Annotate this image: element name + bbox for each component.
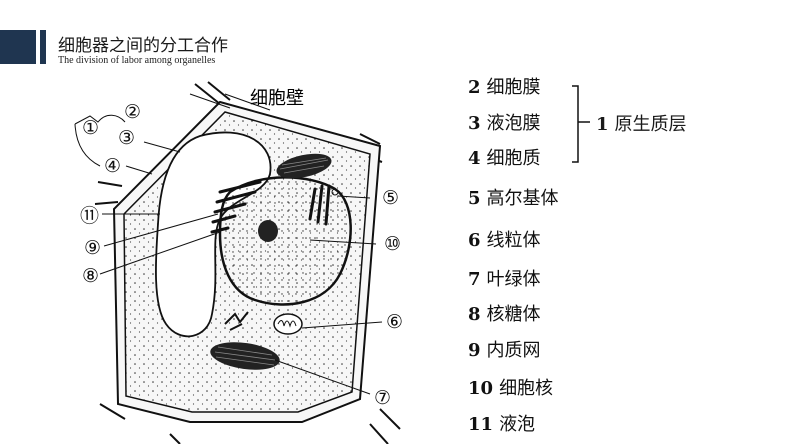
slide-subtitle: The division of labor among organelles (58, 55, 216, 66)
marker-8: ⑧ (82, 265, 99, 287)
endoplasmic-reticulum (210, 180, 262, 234)
slide-title: 细胞器之间的分工合作 (58, 36, 228, 56)
marker-5: ⑤ (382, 187, 399, 209)
marker-10: ⑩ (384, 233, 401, 255)
neighbor-cell-walls (94, 81, 401, 444)
marker-3: ③ (118, 127, 135, 149)
golgi-apparatus (308, 184, 331, 226)
marker-9: ⑨ (84, 237, 101, 259)
marker-7: ⑦ (374, 387, 391, 409)
mitochondrion (273, 313, 303, 335)
chloroplast-bottom (210, 342, 280, 370)
cell-wall-label: 细胞壁 (250, 88, 304, 109)
marker-4: ④ (104, 155, 121, 177)
header-accent-stripe (40, 30, 46, 64)
marker-6: ⑥ (386, 311, 403, 333)
marker-11: ⑪ (80, 205, 99, 227)
plant-cell-diagram: 细胞壁 ① ② ③ ④ ⑤ ⑥ ⑦ ⑧ ⑨ ⑩ ⑪ (74, 81, 403, 444)
marker-2: ② (124, 101, 141, 123)
protoplast-brace (572, 85, 590, 163)
chloroplast-top (276, 153, 332, 179)
marker-labels: ① ② ③ ④ ⑤ ⑥ ⑦ ⑧ ⑨ ⑩ ⑪ (80, 101, 403, 409)
marker-1: ① (82, 117, 99, 139)
nucleolus (258, 220, 278, 242)
header-accent-block (0, 30, 36, 64)
